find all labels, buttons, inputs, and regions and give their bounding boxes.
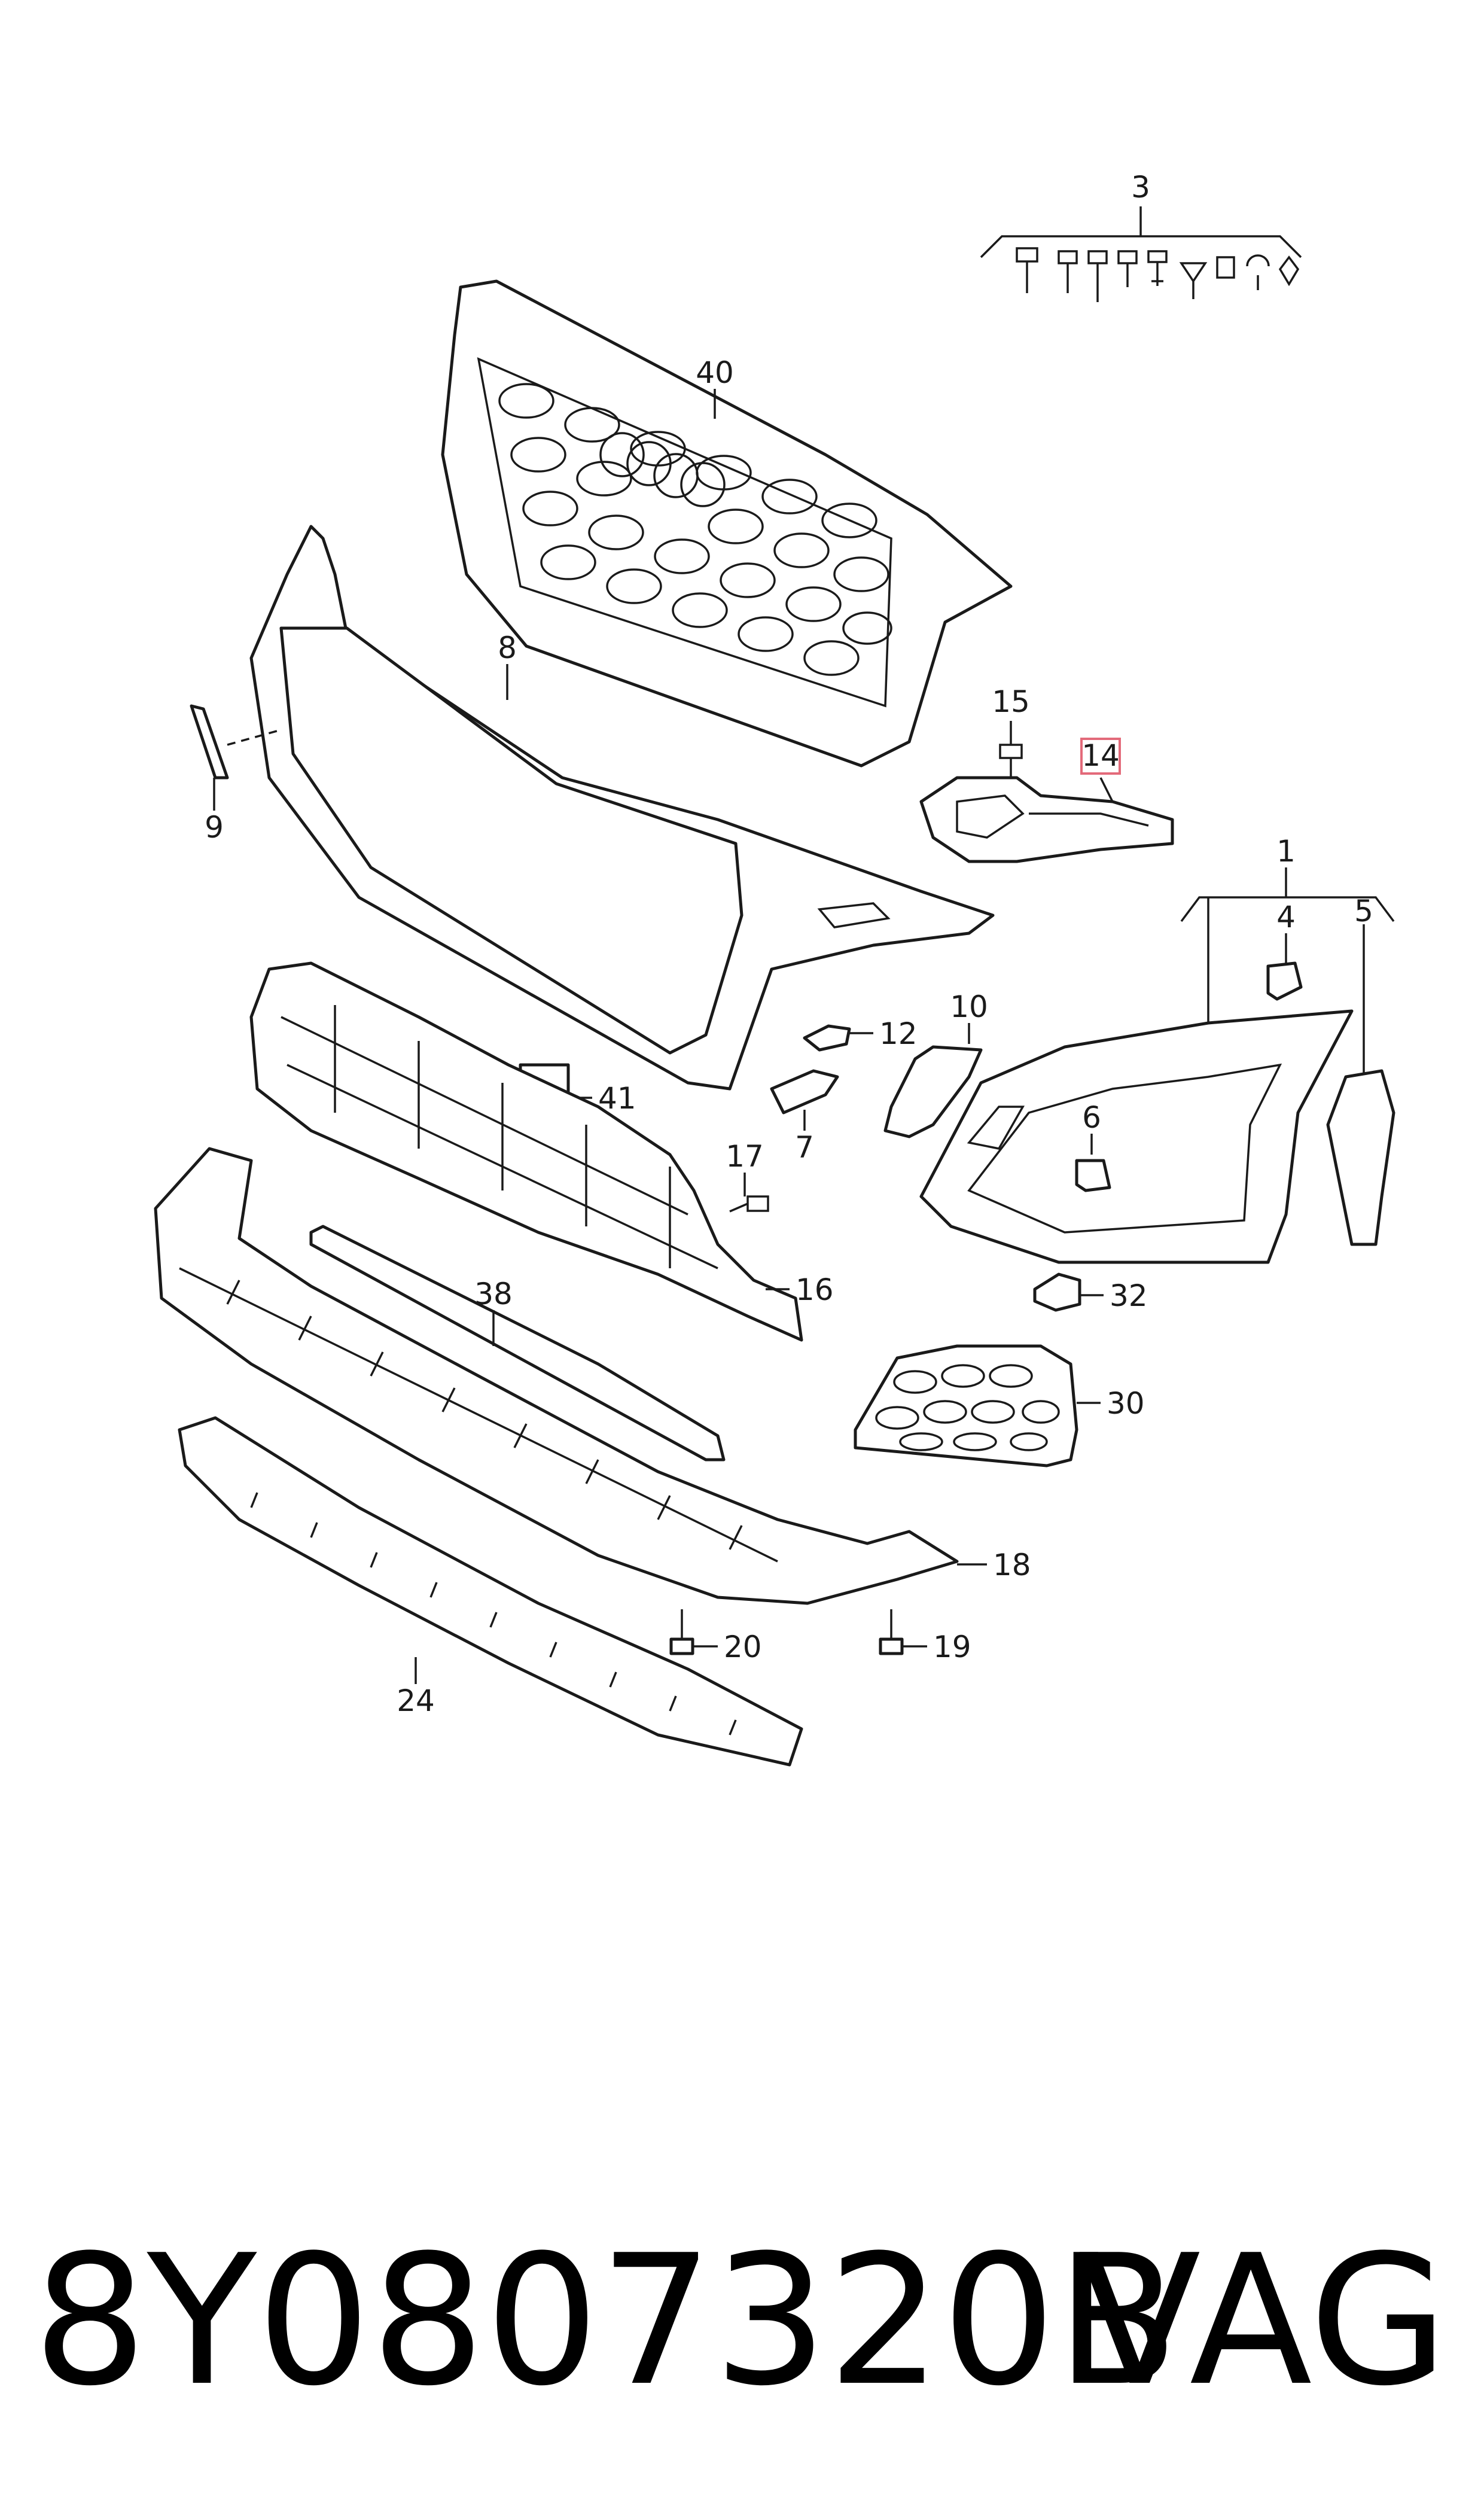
- callout-19: 19: [933, 1630, 971, 1664]
- lip-spoiler-part-24: [178, 1416, 803, 1767]
- lower-bumper-part-18: [154, 1147, 987, 1605]
- callout-24: 24: [397, 1683, 435, 1718]
- bracket-part-14: [919, 776, 1174, 863]
- side-grille-frame: [919, 1009, 1354, 1264]
- callout-12: 12: [879, 1016, 918, 1051]
- carrier-part-16: [249, 961, 803, 1342]
- callout-17: 17: [726, 1139, 764, 1174]
- clip-part-32: [1033, 1272, 1104, 1312]
- insert-part-10: [883, 1023, 983, 1138]
- trim-strip-part-38: [309, 1225, 726, 1462]
- callout-38: 38: [474, 1277, 513, 1311]
- callout-18: 18: [993, 1548, 1031, 1582]
- clip-part-6: [1075, 1134, 1111, 1192]
- callout-5: 5: [1354, 894, 1373, 928]
- clip-part-4: [1266, 933, 1303, 1001]
- callout-7: 7: [795, 1130, 814, 1165]
- callout-3: 3: [1131, 170, 1150, 205]
- upper-grille-part: [441, 279, 1013, 768]
- callout-16: 16: [796, 1272, 834, 1307]
- callout-8: 8: [498, 631, 517, 665]
- fog-grille-part-30: [854, 1344, 1101, 1467]
- screw-part-15: [999, 721, 1023, 778]
- screw-part-17: [729, 1173, 769, 1213]
- callout-10: 10: [950, 989, 988, 1024]
- callout-15: 15: [992, 684, 1030, 719]
- callout-9: 9: [205, 810, 224, 845]
- brand-label: VAG: [1078, 2216, 1448, 2425]
- callout-41: 41: [598, 1081, 636, 1116]
- callout-1: 1: [1276, 834, 1296, 869]
- callout-4: 4: [1276, 900, 1296, 934]
- screw-part-19: [879, 1609, 927, 1655]
- fastener-kit-group: [980, 206, 1302, 302]
- callout-14: 14: [1081, 738, 1120, 773]
- callout-30: 30: [1107, 1386, 1145, 1421]
- cover-cap-part-7: [770, 1069, 839, 1131]
- callout-32: 32: [1110, 1278, 1148, 1313]
- bumper-cover-part: [249, 525, 995, 1091]
- side-trim-part-5: [1326, 924, 1395, 1246]
- callout-40: 40: [696, 355, 734, 390]
- callout-14-highlight-box: [1080, 738, 1121, 775]
- small-plate-part: [190, 704, 282, 811]
- callout-6: 6: [1082, 1100, 1101, 1135]
- part-number-label: 8Y0807320B: [33, 2216, 1180, 2425]
- assembly-group-1: [1180, 867, 1395, 1023]
- callout-20: 20: [724, 1630, 762, 1664]
- callout-labels: 1 3 4 5 6 7 8 9 10 12 14 15 16 17 18 19 …: [205, 170, 1373, 1718]
- clip-part-12: [803, 1024, 873, 1052]
- screw-part-20: [669, 1609, 718, 1655]
